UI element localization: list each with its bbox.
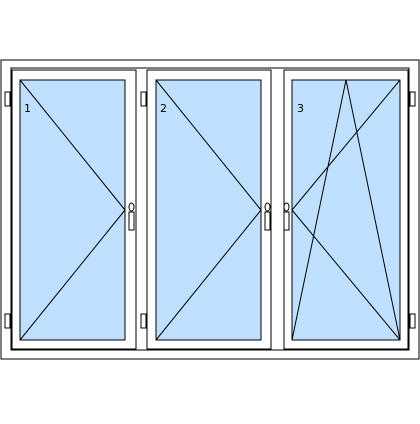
- window-handle-icon[interactable]: [264, 202, 271, 231]
- window-handle-icon[interactable]: [128, 202, 135, 231]
- hinge-icon: [4, 313, 11, 329]
- window-handle-icon[interactable]: [283, 202, 290, 231]
- glass-2: [155, 79, 262, 341]
- hinge-icon: [409, 91, 416, 107]
- pane-label-2: 2: [160, 102, 167, 115]
- hinge-icon: [409, 313, 416, 329]
- opening-line-1a: [19, 79, 126, 211]
- tilt-line-3a: [291, 79, 347, 341]
- hinge-icon: [4, 91, 11, 107]
- opening-line-2b: [155, 209, 262, 341]
- hinge-icon: [140, 91, 147, 107]
- pane-label-3: 3: [297, 102, 304, 115]
- opening-line-3b: [291, 209, 401, 341]
- glass-1: [19, 79, 126, 341]
- hinge-icon: [140, 313, 147, 329]
- opening-line-3a: [291, 79, 401, 211]
- pane-1: 1: [4, 69, 137, 350]
- tilt-line-3b: [345, 79, 401, 341]
- glass-3: [291, 79, 401, 341]
- opening-line-1b: [19, 209, 126, 341]
- pane-label-1: 1: [24, 102, 31, 115]
- opening-line-2a: [155, 79, 262, 211]
- pane-3: 3: [283, 69, 416, 350]
- pane-2: 2: [140, 69, 272, 350]
